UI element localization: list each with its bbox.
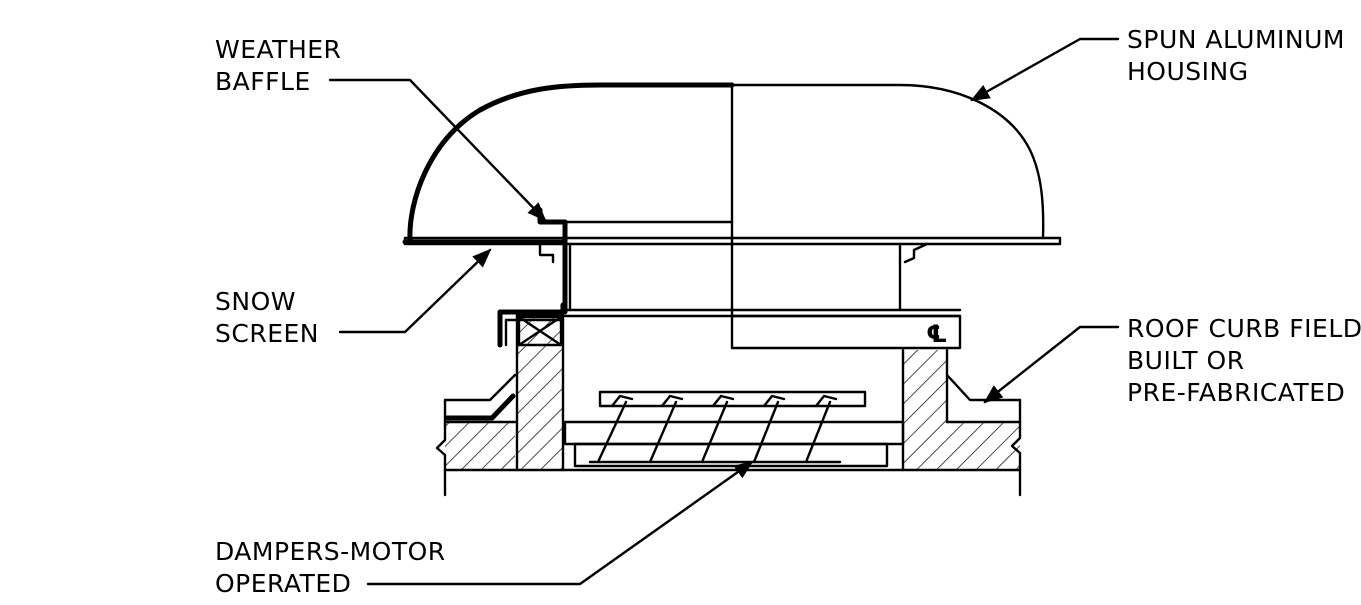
dampers: [563, 390, 905, 468]
centerline-symbol: ℄: [926, 320, 948, 348]
weather-baffle-leader: [328, 78, 547, 222]
right-break-line: [1010, 398, 1022, 497]
weather-baffle-label-line2: BAFFLE: [215, 67, 311, 96]
fan-housing: ℄: [402, 82, 1062, 350]
roof-curb-leader: [983, 325, 1120, 404]
dampers-leader: [366, 460, 754, 586]
snow-screen-leader: [338, 248, 492, 334]
roof-curb: [443, 302, 1022, 472]
left-break-line: [435, 398, 447, 497]
housing-leader: [970, 37, 1120, 102]
weather-baffle-label: WEATHER BAFFLE: [215, 34, 341, 98]
snow-screen-label-line1: SNOW: [215, 287, 296, 316]
wood-nailer: [517, 315, 563, 347]
housing-label-line1: SPUN ALUMINUM: [1127, 25, 1345, 54]
housing-label-line2: HOUSING: [1127, 57, 1249, 86]
dampers-label-line2: OPERATED: [215, 569, 352, 598]
damper-blades: [588, 394, 842, 464]
roof-curb-label-line3: PRE-FABRICATED: [1127, 378, 1346, 407]
dampers-label-line1: DAMPERS-MOTOR: [215, 537, 446, 566]
housing-label: SPUN ALUMINUM HOUSING: [1127, 24, 1345, 88]
dampers-label: DAMPERS-MOTOR OPERATED: [215, 536, 446, 600]
roof-curb-label-line2: BUILT OR: [1127, 346, 1245, 375]
snow-screen-label-line2: SCREEN: [215, 319, 319, 348]
weather-baffle-label-line1: WEATHER: [215, 35, 342, 64]
motor-housing: [730, 314, 962, 350]
leader-lines: [328, 37, 1120, 586]
snow-screen-label: SNOW SCREEN: [215, 286, 319, 350]
roof-curb-label: ROOF CURB FIELD BUILT OR PRE-FABRICATED: [1127, 313, 1361, 409]
roof-curb-label-line1: ROOF CURB FIELD: [1127, 314, 1361, 343]
